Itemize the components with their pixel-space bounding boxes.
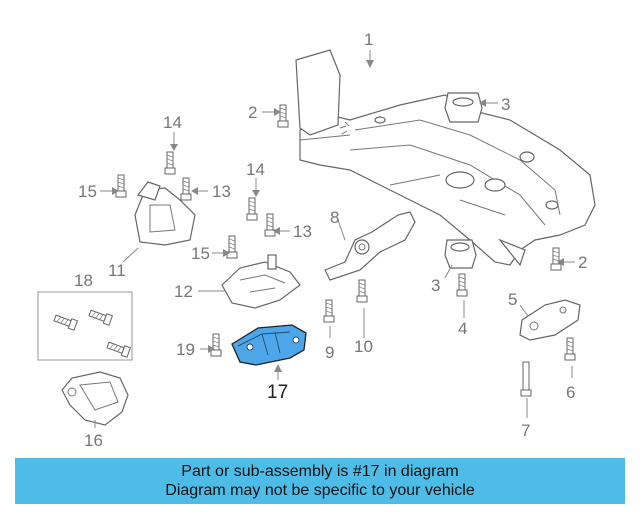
bolt-7 <box>520 361 532 397</box>
bolt-2-upper <box>277 104 289 128</box>
mount-assembly-part <box>61 371 129 426</box>
callout-19: 19 <box>176 340 195 359</box>
leader-lines <box>94 50 575 428</box>
callout-15-mid: 15 <box>191 244 210 263</box>
callout-labels: 1 2 3 14 15 13 14 13 15 8 11 12 18 3 2 4… <box>74 30 587 450</box>
banner-line-2: Diagram may not be specific to your vehi… <box>165 482 475 499</box>
bolt-13-mid <box>264 213 276 237</box>
parts-diagram: 1 2 3 14 15 13 14 13 15 8 11 12 18 3 2 4… <box>37 30 596 450</box>
bolt-10 <box>356 279 368 303</box>
bolt-4 <box>456 273 468 297</box>
callout-16: 16 <box>84 431 103 450</box>
hardware-kit-box <box>37 291 133 361</box>
callout-2-right: 2 <box>578 253 587 272</box>
callout-13-left: 13 <box>212 182 231 201</box>
callout-11: 11 <box>108 261 126 280</box>
callout-9: 9 <box>325 343 334 362</box>
mount-bracket-part <box>221 254 301 309</box>
subframe-part <box>295 49 596 267</box>
info-banner: Part or sub-assembly is #17 in diagram D… <box>15 458 625 504</box>
bracket-part <box>519 299 581 341</box>
callout-14-left: 14 <box>163 113 182 132</box>
callout-3-lower: 3 <box>431 276 440 295</box>
callout-1: 1 <box>364 30 373 49</box>
callout-13-mid: 13 <box>293 222 312 241</box>
bolt-13-left <box>180 177 192 201</box>
part-17-highlighted <box>231 324 307 366</box>
callout-17: 17 <box>267 382 288 403</box>
bolt-19 <box>210 333 222 357</box>
bolt-6 <box>564 337 576 361</box>
engine-mount-part <box>134 181 196 246</box>
callout-5: 5 <box>508 290 517 309</box>
bolt-15-mid <box>226 235 238 259</box>
callout-7: 7 <box>521 421 530 440</box>
bolt-2-right <box>550 247 562 271</box>
callout-8: 8 <box>330 208 339 227</box>
callout-18: 18 <box>74 271 93 290</box>
callout-10: 10 <box>354 337 373 356</box>
callout-15-left: 15 <box>78 182 97 201</box>
callout-6: 6 <box>566 383 575 402</box>
mount-bushing-lower <box>444 239 477 269</box>
callout-14-mid: 14 <box>246 160 265 179</box>
callout-2-upper: 2 <box>248 103 257 122</box>
callout-12: 12 <box>174 282 193 301</box>
bolt-14-mid <box>246 197 258 221</box>
callout-4: 4 <box>458 319 467 338</box>
bolt-14-left <box>164 151 176 175</box>
mount-bushing-upper <box>444 92 483 123</box>
callout-3-upper: 3 <box>501 95 510 114</box>
torque-rod-part <box>324 211 416 281</box>
bolt-9 <box>323 299 335 323</box>
banner-line-1: Part or sub-assembly is #17 in diagram <box>181 463 459 480</box>
bolt-15-left <box>115 174 127 198</box>
